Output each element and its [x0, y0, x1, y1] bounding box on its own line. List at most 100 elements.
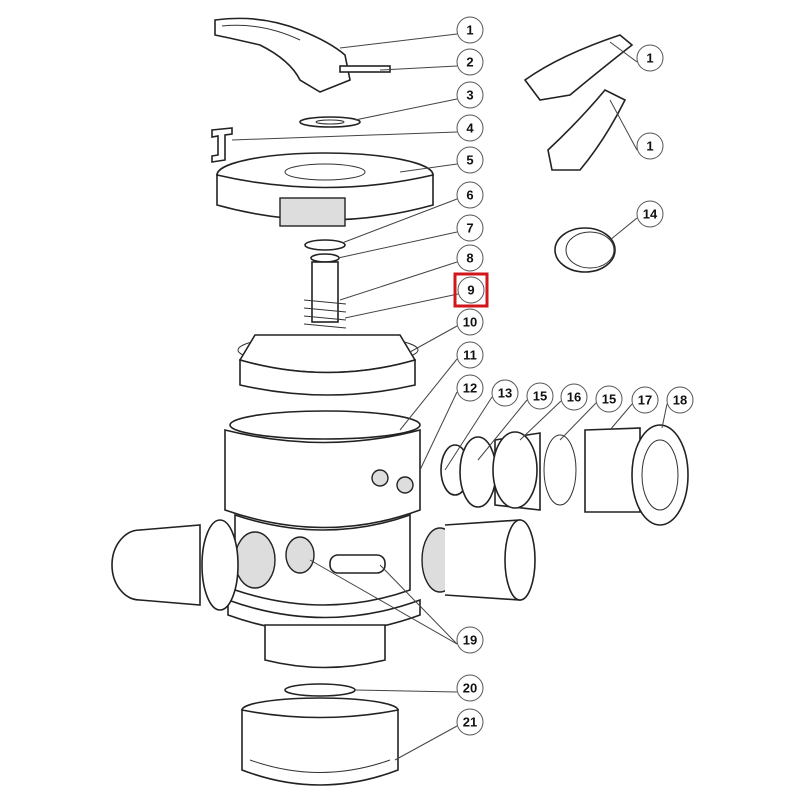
callout-circle: [456, 81, 484, 109]
callout-circle: [456, 214, 484, 242]
callout-18: 18: [666, 386, 694, 414]
callout-circle: [456, 708, 484, 736]
leader-line: [337, 231, 458, 259]
leader-line: [354, 689, 458, 693]
callout-21: 21: [456, 708, 484, 736]
callout-number: 5: [466, 153, 473, 168]
callout-1: 1: [456, 16, 484, 44]
callout-20: 20: [456, 674, 484, 702]
callout-16: 16: [560, 383, 588, 411]
callout-circle: [636, 132, 664, 160]
callout-3: 3: [456, 81, 484, 109]
callout-number: 18: [673, 393, 687, 408]
callout-14: 14: [636, 200, 664, 228]
callout-number: 15: [602, 392, 616, 407]
leader-line: [661, 403, 668, 429]
part-right-union: [421, 519, 536, 601]
callout-9: 9: [453, 272, 489, 308]
leader-line: [379, 564, 458, 645]
callout-number: 1: [466, 23, 473, 38]
part-oring-20: [284, 683, 356, 697]
leader-line: [399, 163, 458, 173]
callout-2: 2: [456, 48, 484, 76]
callout-1: 1: [636, 44, 664, 72]
callout-4: 4: [456, 114, 484, 142]
leader-lines: [231, 33, 668, 761]
callout-5: 5: [456, 146, 484, 174]
leader-line: [394, 725, 458, 761]
callout-number: 1: [646, 139, 653, 154]
part-shaft-spring: [303, 261, 347, 329]
callout-circle: [526, 382, 554, 410]
leader-line: [609, 217, 638, 241]
callout-11: 11: [456, 341, 484, 369]
callout-7: 7: [456, 214, 484, 242]
callout-number: 10: [463, 315, 477, 330]
callout-number: 20: [463, 681, 477, 696]
callout-circle: [456, 16, 484, 44]
callout-circle: [456, 146, 484, 174]
callout-circle: [456, 244, 484, 272]
callout-number: 8: [466, 251, 473, 266]
leader-line: [609, 99, 638, 151]
leader-line: [399, 358, 458, 431]
callout-circle: [456, 48, 484, 76]
callout-12: 12: [456, 374, 484, 402]
leader-line: [419, 391, 458, 471]
callout-number: 17: [638, 393, 652, 408]
part-pin: [339, 65, 391, 73]
leader-line: [409, 325, 458, 353]
leader-line: [344, 293, 459, 319]
leader-line: [354, 98, 458, 121]
callout-number: 2: [466, 55, 473, 70]
callout-10: 10: [456, 308, 484, 336]
leader-line: [231, 131, 458, 141]
callout-13: 13: [491, 379, 519, 407]
callout-15: 15: [595, 385, 623, 413]
callout-circle: [456, 626, 484, 654]
part-left-union: [111, 519, 239, 611]
callout-circle: [560, 383, 588, 411]
callout-number: 12: [463, 381, 477, 396]
part-cover: [216, 152, 434, 227]
callout-number: 4: [466, 121, 474, 136]
callout-number: 13: [498, 386, 512, 401]
part-cap-14: [554, 227, 616, 273]
callout-circle: [456, 181, 484, 209]
callout-circle: [456, 308, 484, 336]
part-handle-alt-2: [547, 89, 627, 171]
part-valve-body: [224, 410, 421, 669]
callout-number: 9: [467, 283, 474, 298]
part-basket: [241, 697, 399, 786]
callout-circle: [457, 276, 485, 304]
part-handle-alt-1: [523, 34, 634, 101]
callout-number: 7: [466, 221, 473, 236]
callout-circle: [456, 114, 484, 142]
callout-15: 15: [526, 382, 554, 410]
callout-number: 16: [567, 390, 581, 405]
callout-circle: [631, 386, 659, 414]
callout-circle: [666, 386, 694, 414]
callout-circle: [456, 341, 484, 369]
part-rotor: [237, 334, 419, 396]
part-oring-6: [304, 239, 346, 251]
callout-number: 1: [646, 51, 653, 66]
callout-circle: [491, 379, 519, 407]
callout-circle: [636, 200, 664, 228]
part-outlet-fittings: [440, 424, 689, 526]
leader-line: [309, 559, 458, 645]
highlight-box: [453, 272, 489, 308]
callout-number: 11: [463, 348, 477, 363]
part-handle: [214, 17, 351, 93]
part-washer: [299, 116, 361, 128]
callout-circle: [636, 44, 664, 72]
callout-17: 17: [631, 386, 659, 414]
part-oring-7: [310, 253, 340, 263]
callout-number: 21: [463, 715, 477, 730]
leader-line: [444, 396, 493, 471]
leader-line: [609, 403, 633, 431]
leader-line: [341, 198, 458, 244]
callout-number: 19: [463, 633, 477, 648]
